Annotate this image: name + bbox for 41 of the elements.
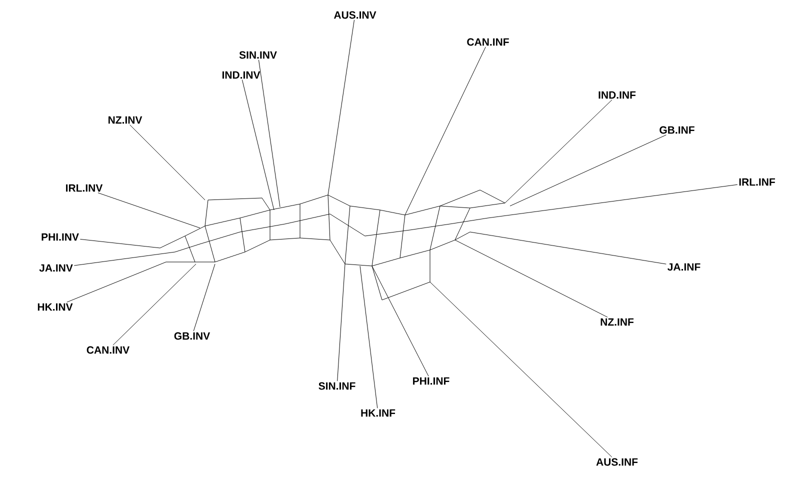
taxon-label: AUS.INV	[334, 11, 376, 19]
pendant-edge	[98, 192, 200, 228]
taxon-label: IND.INF	[598, 91, 636, 99]
taxon-label: NZ.INV	[108, 116, 142, 124]
pendant-edge	[470, 232, 666, 264]
taxon-label: PHI.INV	[42, 233, 79, 241]
taxon-label: CAN.INF	[467, 38, 509, 46]
taxon-label: SIN.INF	[318, 382, 356, 390]
pendant-edge	[242, 80, 274, 210]
pendant-edge	[404, 46, 486, 216]
taxon-label: AUS.INF	[596, 458, 638, 466]
pendant-edge	[130, 124, 206, 200]
pendant-edge	[360, 266, 378, 408]
taxon-label: IRL.INV	[66, 184, 103, 192]
pendant-edge	[430, 282, 612, 458]
taxon-label: JA.INV	[39, 264, 73, 272]
taxon-label: PHI.INF	[413, 377, 450, 385]
split-network-drawing	[160, 190, 506, 300]
taxon-label: GB.INV	[174, 332, 210, 340]
taxon-label: IRL.INF	[739, 178, 775, 186]
pendant-edge	[112, 264, 196, 346]
taxon-label: GB.INF	[660, 126, 694, 134]
pendant-edge	[504, 100, 612, 204]
pendant-edge	[488, 184, 738, 218]
pendant-edge	[80, 238, 160, 248]
taxon-label: SIN.INV	[239, 51, 277, 59]
pendant-edge	[258, 60, 280, 208]
pendant-edge	[337, 264, 346, 382]
taxon-label: HK.INF	[361, 409, 396, 417]
pendant-edge	[66, 262, 166, 302]
pendant-edge	[328, 20, 355, 196]
taxon-label: HK.INV	[38, 303, 73, 311]
pendant-edge	[454, 240, 608, 318]
pendant-edge	[372, 266, 429, 376]
taxon-label: JA.INF	[668, 263, 700, 271]
taxon-label: IND.INV	[222, 71, 260, 79]
taxon-label: NZ.INF	[600, 318, 634, 326]
taxon-label: CAN.INV	[86, 346, 130, 354]
pendant-edge	[193, 264, 216, 332]
pendant-edge	[74, 252, 176, 266]
pendant-edge	[510, 134, 666, 206]
